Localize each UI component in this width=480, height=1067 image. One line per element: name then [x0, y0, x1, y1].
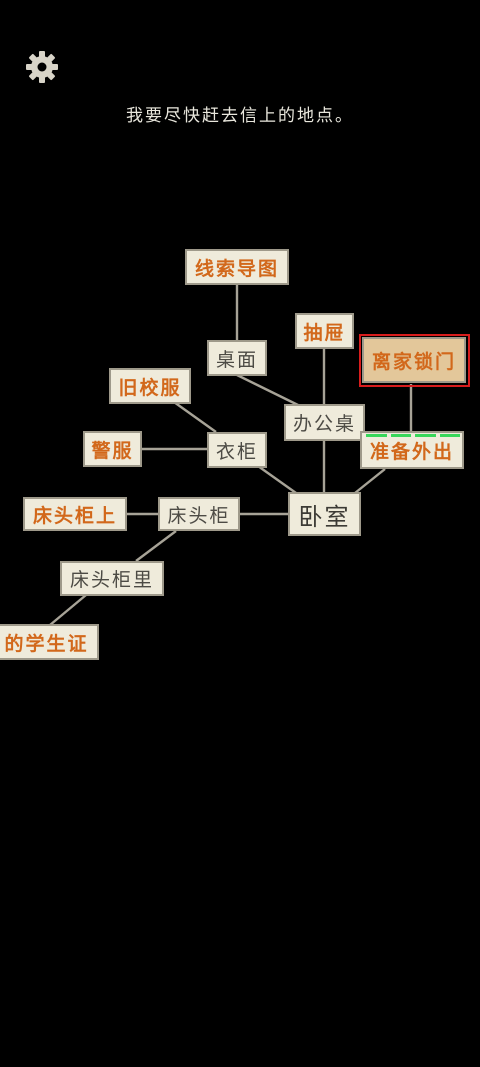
- node-prepare-out[interactable]: 准备外出: [360, 431, 464, 469]
- node-wardrobe[interactable]: 衣柜: [207, 432, 267, 468]
- prepare-out-progress: [366, 434, 460, 437]
- progress-segment: [439, 434, 460, 437]
- node-desk-top[interactable]: 桌面: [207, 340, 267, 376]
- progress-segment: [390, 434, 411, 437]
- node-leave-home-lock[interactable]: 离家锁门: [362, 337, 466, 383]
- node-clue-map[interactable]: 线索导图: [185, 249, 289, 285]
- node-old-uniform[interactable]: 旧校服: [109, 368, 191, 404]
- node-bedside[interactable]: 床头柜: [158, 497, 240, 531]
- node-bedroom[interactable]: 卧室: [288, 492, 361, 536]
- hint-text: 我要尽快赶去信上的地点。: [126, 106, 354, 126]
- selection-highlight: [359, 334, 470, 387]
- node-drawer[interactable]: 抽屉: [295, 313, 354, 349]
- progress-segment: [366, 434, 387, 437]
- progress-segment: [415, 434, 436, 437]
- node-bedside-top[interactable]: 床头柜上: [23, 497, 127, 531]
- gear-icon[interactable]: [24, 49, 60, 85]
- node-police-uniform[interactable]: 警服: [83, 431, 142, 467]
- node-student-id[interactable]: 的学生证: [0, 624, 99, 660]
- node-office-desk[interactable]: 办公桌: [284, 404, 365, 441]
- node-bedside-inside[interactable]: 床头柜里: [60, 561, 164, 596]
